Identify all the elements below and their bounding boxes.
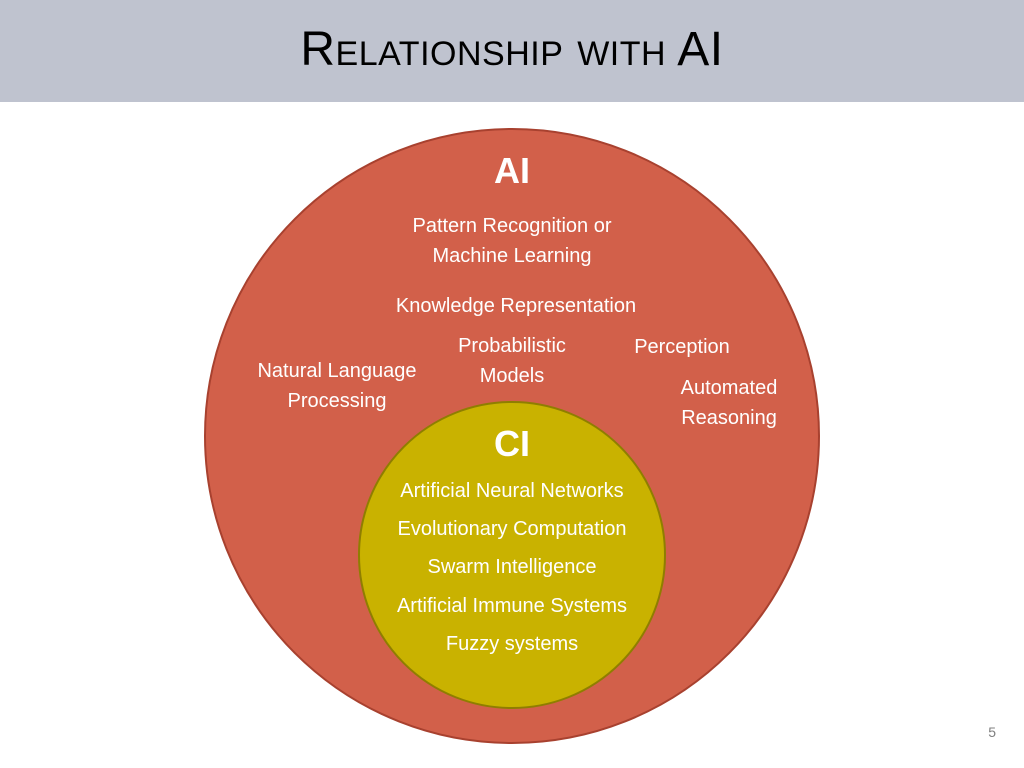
ci-topic-artificial-immune-systems: Artificial Immune Systems xyxy=(396,595,628,617)
ci-topic-fuzzy-systems: Fuzzy systems xyxy=(445,633,579,655)
page-number: 5 xyxy=(988,724,996,740)
topic-automated-reasoning: Automated Reasoning xyxy=(680,377,778,429)
ci-label: CI xyxy=(494,423,530,464)
topic-pattern-recognition: Pattern Recognition or Machine Learning xyxy=(412,215,612,267)
topic-natural-language-processing: Natural Language Processing xyxy=(257,360,417,412)
ci-topic-swarm-intelligence: Swarm Intelligence xyxy=(427,556,597,578)
slide-title: Relationship with AI xyxy=(300,23,724,76)
ai-label: AI xyxy=(494,150,530,191)
title-bar xyxy=(0,0,1024,102)
topic-perception: Perception xyxy=(634,336,730,358)
ci-topic-artificial-neural-networks: Artificial Neural Networks xyxy=(400,480,624,502)
topic-probabilistic-models: Probabilistic Models xyxy=(458,335,566,387)
topic-knowledge-representation: Knowledge Representation xyxy=(395,295,637,317)
ci-circle xyxy=(358,401,666,709)
ci-topic-evolutionary-computation: Evolutionary Computation xyxy=(397,518,627,540)
